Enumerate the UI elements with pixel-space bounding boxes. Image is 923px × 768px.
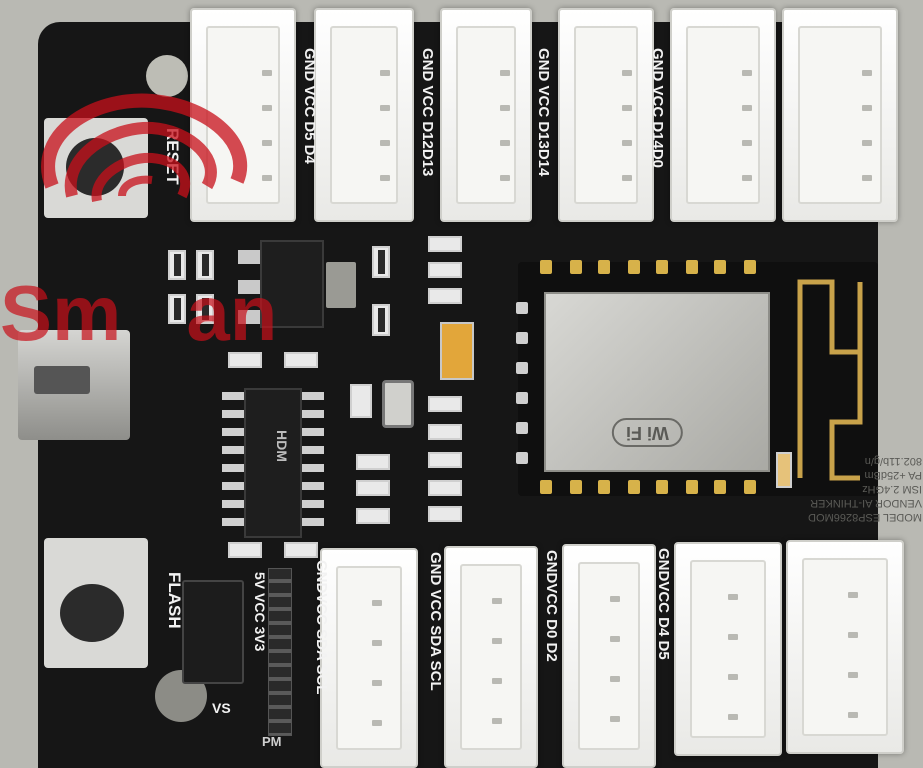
regulator-tab [326, 262, 356, 308]
connector-socket [336, 566, 402, 750]
label-top-3: GND VCC D13D14 [535, 48, 552, 177]
label-top-2: GND VCC D12D13 [419, 48, 436, 177]
module-line: MODEL ESP8266MOD [808, 511, 922, 523]
smd-resistor [428, 236, 462, 252]
smd-resistor [168, 294, 186, 324]
connector-socket [578, 562, 640, 750]
smd-resistor [284, 542, 318, 558]
connector-socket [798, 26, 882, 204]
grove-connector-top-5[interactable] [670, 8, 776, 222]
label-bottom-4: GNDVCC D4 D5 [655, 548, 672, 660]
smd-resistor [428, 452, 462, 468]
grove-connector-bottom-1[interactable] [320, 548, 418, 768]
voltage-regulator [260, 240, 324, 328]
smd-resistor [356, 480, 390, 496]
label-vs: VS [212, 700, 231, 716]
status-led [776, 452, 792, 488]
connector-socket [802, 558, 888, 736]
connector-socket [690, 560, 766, 738]
smd-resistor [196, 294, 214, 324]
chip-pins-left [222, 392, 244, 534]
smd-resistor [428, 506, 462, 522]
grove-connector-top-2[interactable] [314, 8, 414, 222]
pin-header[interactable] [268, 568, 292, 736]
grove-connector-top-3[interactable] [440, 8, 532, 222]
chip-pins-right [302, 392, 324, 534]
tantalum-capacitor [440, 322, 474, 380]
connector-socket [330, 26, 398, 204]
micro-usb-port[interactable] [18, 330, 130, 440]
connector-socket [574, 26, 638, 204]
label-top-1: GND VCC D5 D4 [301, 48, 318, 164]
connector-socket [686, 26, 760, 204]
chip-marking: HDM [274, 430, 290, 462]
smd-resistor [356, 454, 390, 470]
watermark-text: Sm an [0, 269, 278, 357]
smd-resistor [228, 352, 262, 368]
label-power-header: 5V VCC 3V3 [252, 572, 268, 652]
label-bottom-3: GNDVCC D0 D2 [543, 550, 560, 662]
smd-resistor [168, 250, 186, 280]
crystal-oscillator [382, 380, 414, 428]
pcb-antenna [792, 272, 870, 486]
connector-socket [460, 564, 522, 750]
smd-resistor [428, 480, 462, 496]
smd-resistor [428, 396, 462, 412]
voltage-selector-jumper[interactable] [182, 580, 244, 684]
flash-button-cap[interactable] [60, 584, 124, 642]
wifi-logo: Wi Fi [612, 418, 683, 447]
grove-connector-bottom-2[interactable] [444, 546, 538, 768]
smd-resistor [284, 352, 318, 368]
label-bottom-1: GNDVCC SDA SCL [313, 560, 330, 695]
swirl-logo-icon [41, 93, 248, 202]
label-pm: PM [262, 734, 282, 749]
smd-resistor [428, 424, 462, 440]
grove-connector-top-4[interactable] [558, 8, 654, 222]
smd-resistor [372, 246, 390, 278]
antenna-trace-icon [797, 279, 863, 481]
smd-resistor [356, 508, 390, 524]
module-line: VENDOR AI-THINKER [810, 497, 922, 509]
mounting-hole [146, 55, 188, 97]
smd-resistor [428, 262, 462, 278]
smd-resistor [372, 304, 390, 336]
smd-resistor [350, 384, 372, 418]
smd-resistor [196, 250, 214, 280]
flash-button[interactable] [44, 538, 148, 668]
grove-connector-bottom-4[interactable] [674, 542, 782, 756]
grove-connector-bottom-3[interactable] [562, 544, 656, 768]
rf-shield-can: MODEL ESP8266MOD VENDOR AI-THINKER ISM 2… [544, 292, 922, 523]
grove-connector-bottom-5[interactable] [786, 540, 904, 754]
label-flash: FLASH [165, 572, 184, 629]
smd-resistor [228, 542, 262, 558]
smd-resistor [428, 288, 462, 304]
label-bottom-2: GND VCC SDA SCL [427, 552, 444, 691]
grove-connector-top-6[interactable] [782, 8, 898, 222]
usb-serial-chip: HDM [244, 388, 302, 538]
connector-socket [456, 26, 516, 204]
watermark-logo [22, 76, 282, 246]
label-top-4: GND VCC D14D0 [649, 48, 666, 169]
